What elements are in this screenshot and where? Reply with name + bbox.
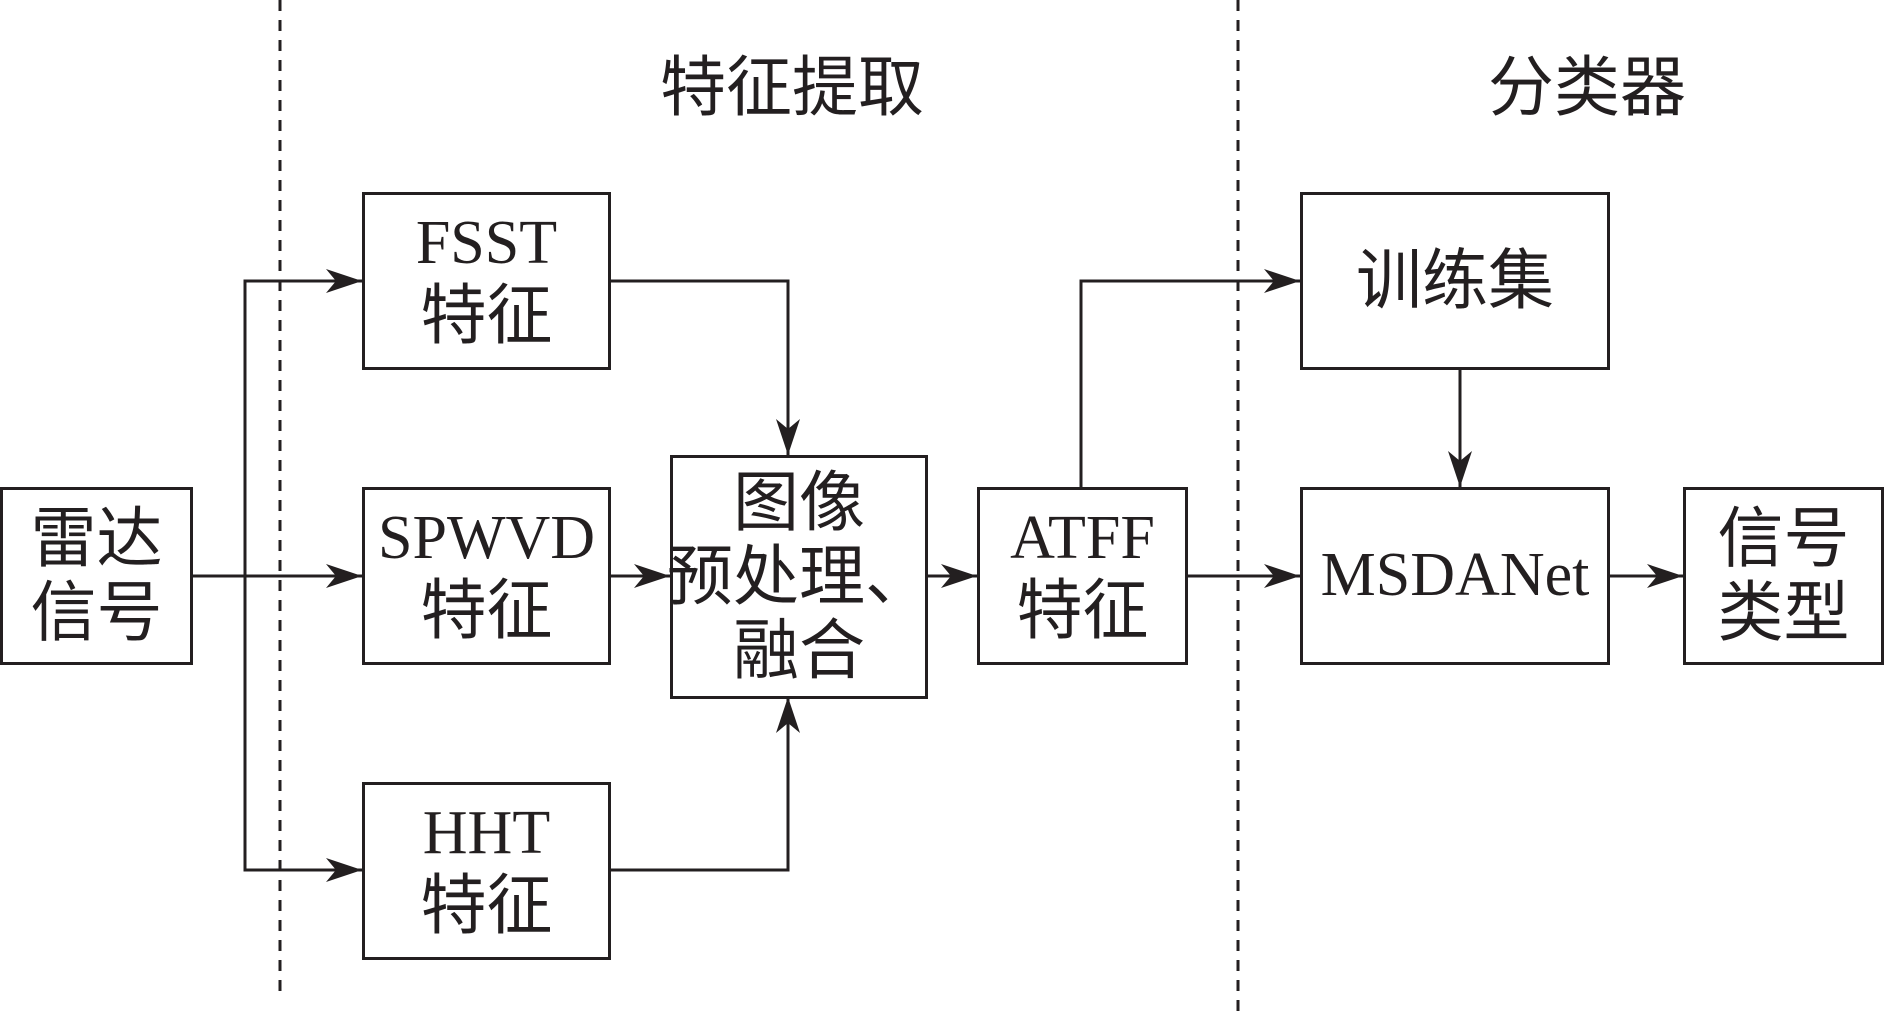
node-fsst-feature-line-1: FSST xyxy=(415,209,558,278)
node-radar-signal-line-1: 雷达 xyxy=(30,500,163,578)
node-radar-signal-line-2: 信号 xyxy=(30,574,163,651)
node-signal-type-line-2: 类型 xyxy=(1717,574,1850,651)
arrowhead-preprocess-top xyxy=(776,419,800,455)
node-msdanet: MSDANet xyxy=(1300,487,1610,665)
node-preprocess-line-3: 融合 xyxy=(733,611,865,689)
node-signal-type-line-1: 信号 xyxy=(1717,500,1850,578)
arrowhead-preprocess-left xyxy=(634,564,670,588)
arrowhead-msdanet-left xyxy=(1264,564,1300,588)
node-atff-feature-line-1: ATFF xyxy=(1010,504,1155,573)
arrowhead-spwvd xyxy=(326,564,362,588)
arrow-hht-to-preprocess xyxy=(608,697,790,872)
node-image-preprocess-fusion: 图像 预处理、 融合 xyxy=(667,455,931,699)
node-radar-signal: 雷达 信号 xyxy=(0,487,193,665)
node-hht-feature-line-1: HHT xyxy=(422,799,551,868)
arrow-radar-to-hht xyxy=(243,576,362,872)
arrowhead-signal-type xyxy=(1647,564,1683,588)
node-training-set-label: 训练集 xyxy=(1356,242,1554,320)
node-spwvd-feature-line-2: 特征 xyxy=(420,571,553,649)
node-signal-type: 信号 类型 xyxy=(1683,487,1884,665)
node-fsst-feature-line-2: 特征 xyxy=(420,276,553,354)
arrow-radar-to-fsst xyxy=(243,279,362,576)
arrowhead-hht xyxy=(326,858,362,882)
node-preprocess-line-1: 图像 xyxy=(733,464,865,542)
arrowhead-training-set xyxy=(1264,269,1300,293)
node-atff-feature-line-2: 特征 xyxy=(1016,571,1149,649)
node-preprocess-line-2: 预处理、 xyxy=(667,538,931,616)
section-title-feature-extraction: 特征提取 xyxy=(660,49,924,126)
node-fsst-feature: FSST 特征 xyxy=(362,192,611,370)
arrowhead-fsst xyxy=(326,269,362,293)
node-hht-feature: HHT 特征 xyxy=(362,782,611,960)
node-training-set: 训练集 xyxy=(1300,192,1610,370)
node-atff-feature: ATFF 特征 xyxy=(977,487,1188,665)
section-title-classifier: 分类器 xyxy=(1488,49,1686,126)
node-msdanet-label: MSDANet xyxy=(1320,541,1590,610)
arrowhead-msdanet-top xyxy=(1448,451,1472,487)
arrowhead-preprocess-bottom xyxy=(776,697,800,733)
node-spwvd-feature: SPWVD 特征 xyxy=(362,487,611,665)
node-hht-feature-line-2: 特征 xyxy=(420,866,553,944)
arrow-fsst-to-preprocess xyxy=(608,279,790,455)
arrowhead-atff xyxy=(941,564,977,588)
node-spwvd-feature-line-1: SPWVD xyxy=(377,504,596,573)
arrow-atff-to-training-set xyxy=(1079,279,1300,487)
